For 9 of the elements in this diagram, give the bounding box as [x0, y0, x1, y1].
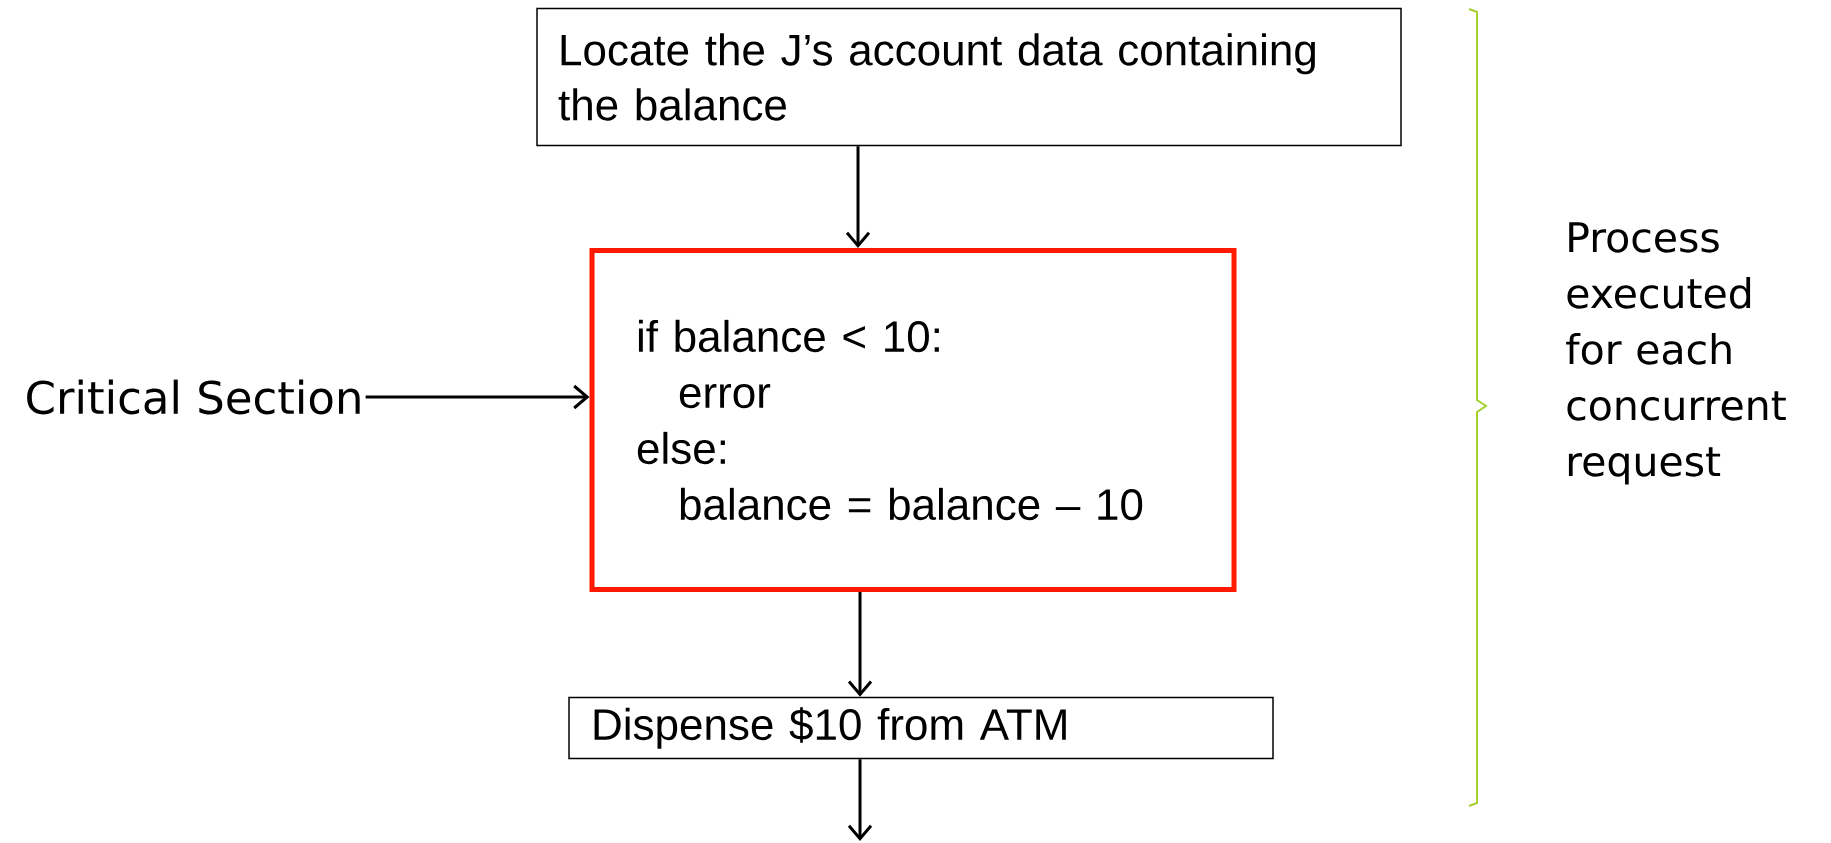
arrow: [365, 384, 590, 410]
process-box: Dispense $10 from ATM: [568, 696, 1274, 760]
arrow: [847, 759, 873, 841]
note-text: Process executed for each concurrent request: [1566, 222, 1786, 485]
section-label: Critical Section: [27, 379, 360, 415]
critical-section-box: if balance < 10: error else: balance = balance – 10: [589, 248, 1237, 592]
arrow: [847, 592, 873, 697]
arrow: [845, 146, 871, 248]
process-box: Locate the J’s account data containing the balance: [536, 7, 1402, 147]
